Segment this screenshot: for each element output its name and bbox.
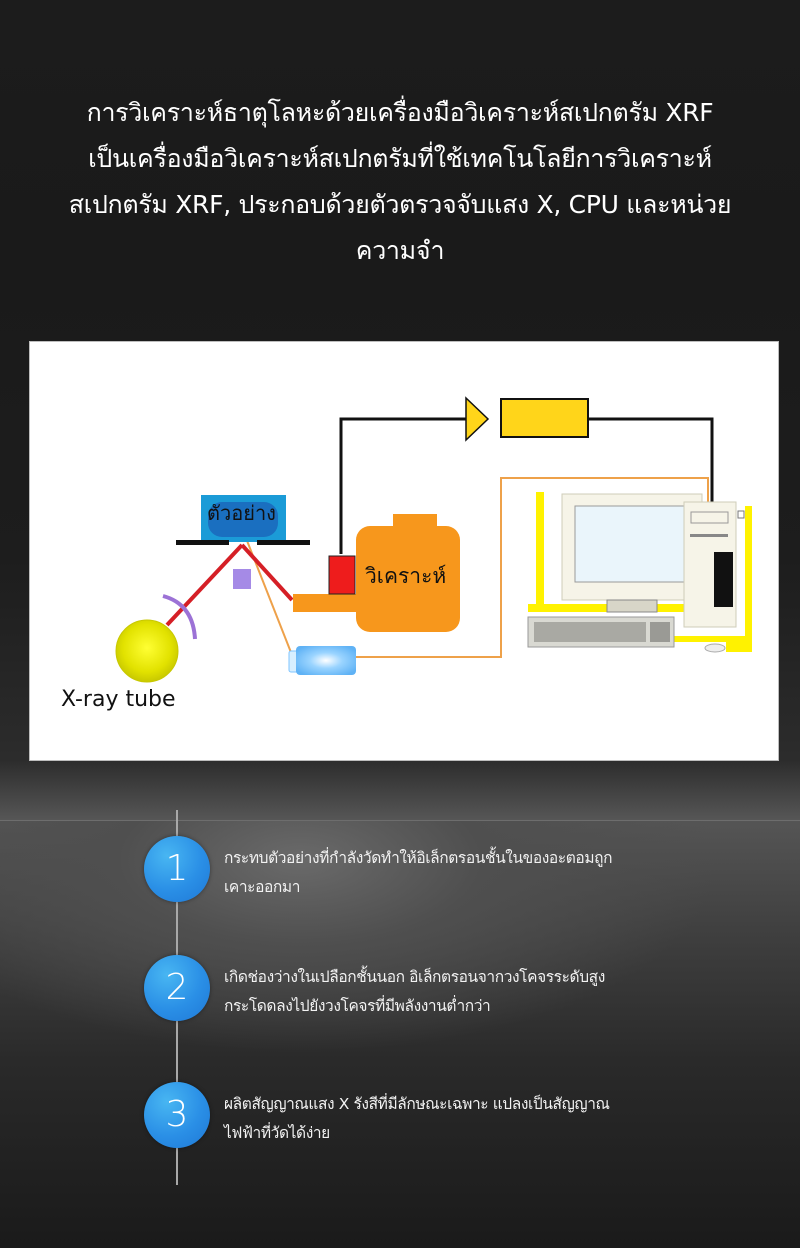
amplifier-icon <box>465 396 490 442</box>
step-line: ผลิตสัญญาณแสง X รังสีที่มีลักษณะเฉพาะ แป… <box>224 1095 610 1113</box>
collimator-arc-icon <box>162 594 197 640</box>
xray-tube-icon <box>115 619 179 683</box>
step-description: ผลิตสัญญาณแสง X รังสีที่มีลักษณะเฉพาะ แป… <box>224 1090 694 1148</box>
analyzer-arm <box>293 594 363 612</box>
step-line: กระโดดลงไปยังวงโคจรที่มีพลังงานต่ำกว่า <box>224 997 491 1015</box>
steps-background <box>0 820 800 1248</box>
section-divider <box>0 820 800 821</box>
signal-wire-black <box>339 417 714 554</box>
xrf-diagram: ตัวอย่าง วิเคราะห์ X-ray tube <box>29 341 779 761</box>
step-description: กระทบตัวอย่างที่กำลังวัดทำให้อิเล็กตรอนช… <box>224 844 694 902</box>
intro-line: การวิเคราะห์ธาตุโลหะด้วยเครื่องมือวิเครา… <box>86 98 714 127</box>
processor-box-icon <box>500 398 589 438</box>
step-number-badge: 3 <box>144 1082 210 1148</box>
intro-line: เป็นเครื่องมือวิเคราะห์สเปกตรัมที่ใช้เทค… <box>88 144 712 173</box>
intro-line: สเปกตรัม XRF, ประกอบด้วยตัวตรวจจับแสง X,… <box>68 190 732 219</box>
step-line: กระทบตัวอย่างที่กำลังวัดทำให้อิเล็กตรอนช… <box>224 849 613 867</box>
detector-icon <box>328 555 356 595</box>
step-line: เกิดช่องว่างในเปลือกชั้นนอก อิเล็กตรอนจา… <box>224 968 605 986</box>
step-line: ไฟฟ้าที่วัดได้ง่าย <box>224 1124 330 1142</box>
keyboard-icon <box>527 616 726 653</box>
filter-icon <box>233 569 251 589</box>
step-number-badge: 2 <box>144 955 210 1021</box>
xray-tube-label: X-ray tube <box>61 687 176 712</box>
computer-tower-icon <box>683 501 745 628</box>
analyzer-body-icon <box>356 526 460 632</box>
intro-paragraph: การวิเคราะห์ธาตุโลหะด้วยเครื่องมือวิเครา… <box>40 90 760 274</box>
step-description: เกิดช่องว่างในเปลือกชั้นนอก อิเล็กตรอนจา… <box>224 963 694 1021</box>
sample-label: ตัวอย่าง <box>207 501 276 525</box>
intro-line: ความจำ <box>355 236 445 265</box>
step-line: เคาะออกมา <box>224 878 301 896</box>
xray-beam-icon <box>165 543 294 627</box>
secondary-detector-icon <box>296 646 356 675</box>
step-number-badge: 1 <box>144 836 210 902</box>
monitor-icon <box>561 493 703 613</box>
process-steps: 1 กระทบตัวอย่างที่กำลังวัดทำให้อิเล็กตรอ… <box>0 810 800 1248</box>
analyzer-label: วิเคราะห์ <box>365 564 447 588</box>
